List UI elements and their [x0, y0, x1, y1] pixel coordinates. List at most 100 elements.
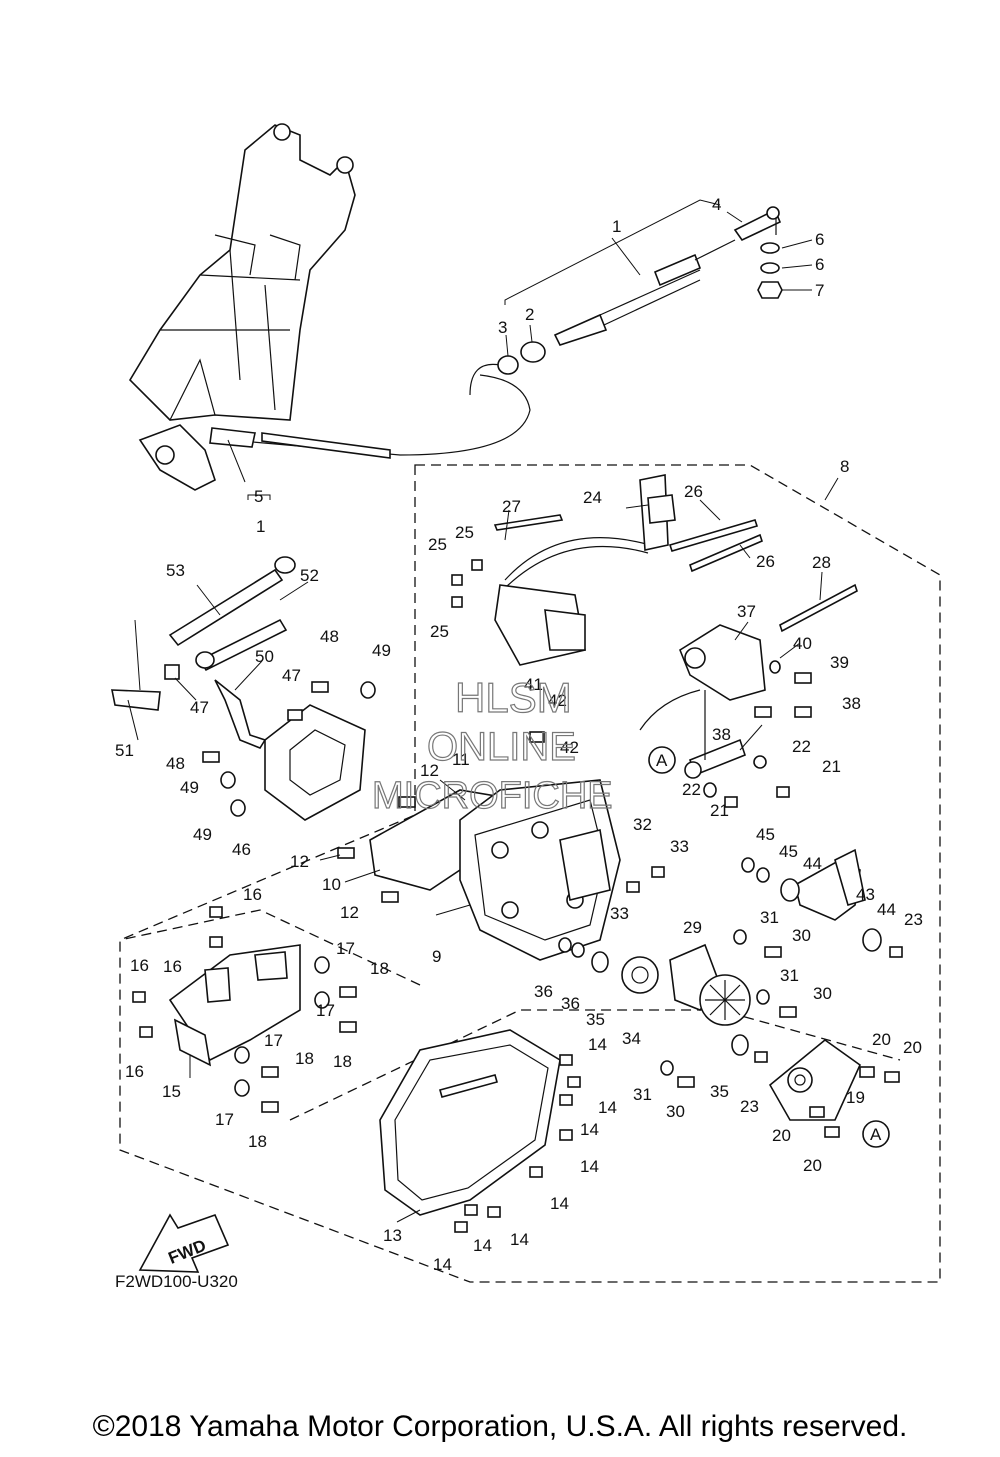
electrical-box [168, 944, 301, 1067]
callout-9: 9 [432, 947, 441, 966]
callout-34: 34 [622, 1029, 641, 1048]
callout-20b: 20 [903, 1038, 922, 1057]
callout-38a: 38 [842, 694, 861, 713]
callout-1b: 1 [256, 517, 265, 536]
callout-21a: 21 [822, 757, 841, 776]
callout-49c: 49 [193, 825, 212, 844]
callout-31a: 31 [760, 908, 779, 927]
callout-49b: 49 [180, 778, 199, 797]
callout-36a: 36 [534, 982, 553, 1001]
callout-25b: 25 [428, 535, 447, 554]
callout-47b: 47 [190, 698, 209, 717]
callout-51: 51 [115, 741, 134, 760]
callout-14h: 14 [433, 1255, 452, 1274]
callout-14e: 14 [550, 1194, 569, 1213]
callout-17a: 17 [336, 939, 355, 958]
callout-39: 39 [830, 653, 849, 672]
callout-53: 53 [166, 561, 185, 580]
callout-41: 41 [524, 675, 543, 694]
callout-6a: 6 [815, 230, 824, 249]
callout-18a: 18 [370, 959, 389, 978]
callout-20a: 20 [872, 1030, 891, 1049]
callout-1: 1 [612, 217, 621, 236]
callout-30a: 30 [792, 926, 811, 945]
callout-17b: 17 [316, 1001, 335, 1020]
callout-26a: 26 [684, 482, 703, 501]
mount-bracket [768, 1038, 862, 1121]
linkage-rods [111, 556, 296, 749]
ref-marker-a-2: A [870, 1125, 882, 1144]
fwd-arrow: FWD [138, 1213, 230, 1273]
callout-40: 40 [793, 634, 812, 653]
watermark-line-1: HLSM [455, 674, 572, 721]
watermark-line-2: ONLINE [427, 725, 576, 769]
callout-18d: 18 [248, 1132, 267, 1151]
callout-10: 10 [322, 875, 341, 894]
hardware [132, 559, 903, 1233]
callout-27: 27 [502, 497, 521, 516]
callout-5: 5 [254, 487, 263, 506]
watermark: HLSM ONLINE MICROFICHE [371, 673, 613, 817]
callout-31c: 31 [633, 1085, 652, 1104]
callout-2: 2 [525, 305, 534, 324]
gasket-plate [264, 704, 366, 821]
callout-11: 11 [452, 750, 470, 769]
callout-13: 13 [383, 1226, 402, 1245]
callout-14f: 14 [510, 1230, 529, 1249]
callout-36b: 36 [561, 994, 580, 1013]
callout-22a: 22 [792, 737, 811, 756]
drawing-code: F2WD100-U320 [115, 1272, 238, 1291]
callout-48b: 48 [166, 754, 185, 773]
callout-48a: 48 [320, 627, 339, 646]
callout-16b: 16 [163, 957, 182, 976]
callout-18b: 18 [295, 1049, 314, 1068]
gear-motor-unit [591, 848, 882, 1056]
copyright-notice: ©2018 Yamaha Motor Corporation, U.S.A. A… [92, 1410, 908, 1443]
callout-38b: 38 [712, 725, 731, 744]
ref-marker-a-1: A [656, 751, 668, 770]
callout-6b: 6 [815, 255, 824, 274]
callout-33a: 33 [670, 837, 689, 856]
callout-26b: 26 [756, 552, 775, 571]
callout-4: 4 [712, 195, 721, 214]
callout-43: 43 [856, 885, 875, 904]
callout-23a: 23 [904, 910, 923, 929]
housing-cover [379, 1029, 561, 1216]
callout-30c: 30 [666, 1102, 685, 1121]
callout-14g: 14 [473, 1236, 492, 1255]
callout-16c: 16 [130, 956, 149, 975]
callout-12c: 12 [340, 903, 359, 922]
callout-52: 52 [300, 566, 319, 585]
callout-17d: 17 [215, 1110, 234, 1129]
callout-25c: 25 [430, 622, 449, 641]
callout-32: 32 [633, 815, 652, 834]
callout-45a: 45 [756, 825, 775, 844]
callout-12b: 12 [290, 852, 309, 871]
callout-20c: 20 [772, 1126, 791, 1145]
callout-44a: 44 [803, 854, 822, 873]
wiring-harness [493, 474, 858, 666]
callout-23b: 23 [740, 1097, 759, 1116]
control-housing [369, 779, 621, 961]
throttle-lever [639, 624, 766, 779]
callout-19: 19 [846, 1088, 865, 1107]
callout-17c: 17 [264, 1031, 283, 1050]
watermark-line-3: MICROFICHE [372, 775, 613, 817]
callout-30b: 30 [813, 984, 832, 1003]
callout-22b: 22 [682, 780, 701, 799]
callout-12a: 12 [420, 761, 439, 780]
leader-lines [127, 211, 839, 1223]
callout-29: 29 [683, 918, 702, 937]
callout-3: 3 [498, 318, 507, 337]
callout-16a: 16 [243, 885, 262, 904]
callout-21b: 21 [710, 801, 729, 820]
callout-35b: 35 [710, 1082, 729, 1101]
steering-cable [209, 199, 783, 500]
callout-49a: 49 [372, 641, 391, 660]
callout-16d: 16 [125, 1062, 144, 1081]
callout-8: 8 [840, 457, 849, 476]
callout-25a: 25 [455, 523, 474, 542]
callout-44b: 44 [877, 900, 896, 919]
callout-14b: 14 [598, 1098, 617, 1117]
